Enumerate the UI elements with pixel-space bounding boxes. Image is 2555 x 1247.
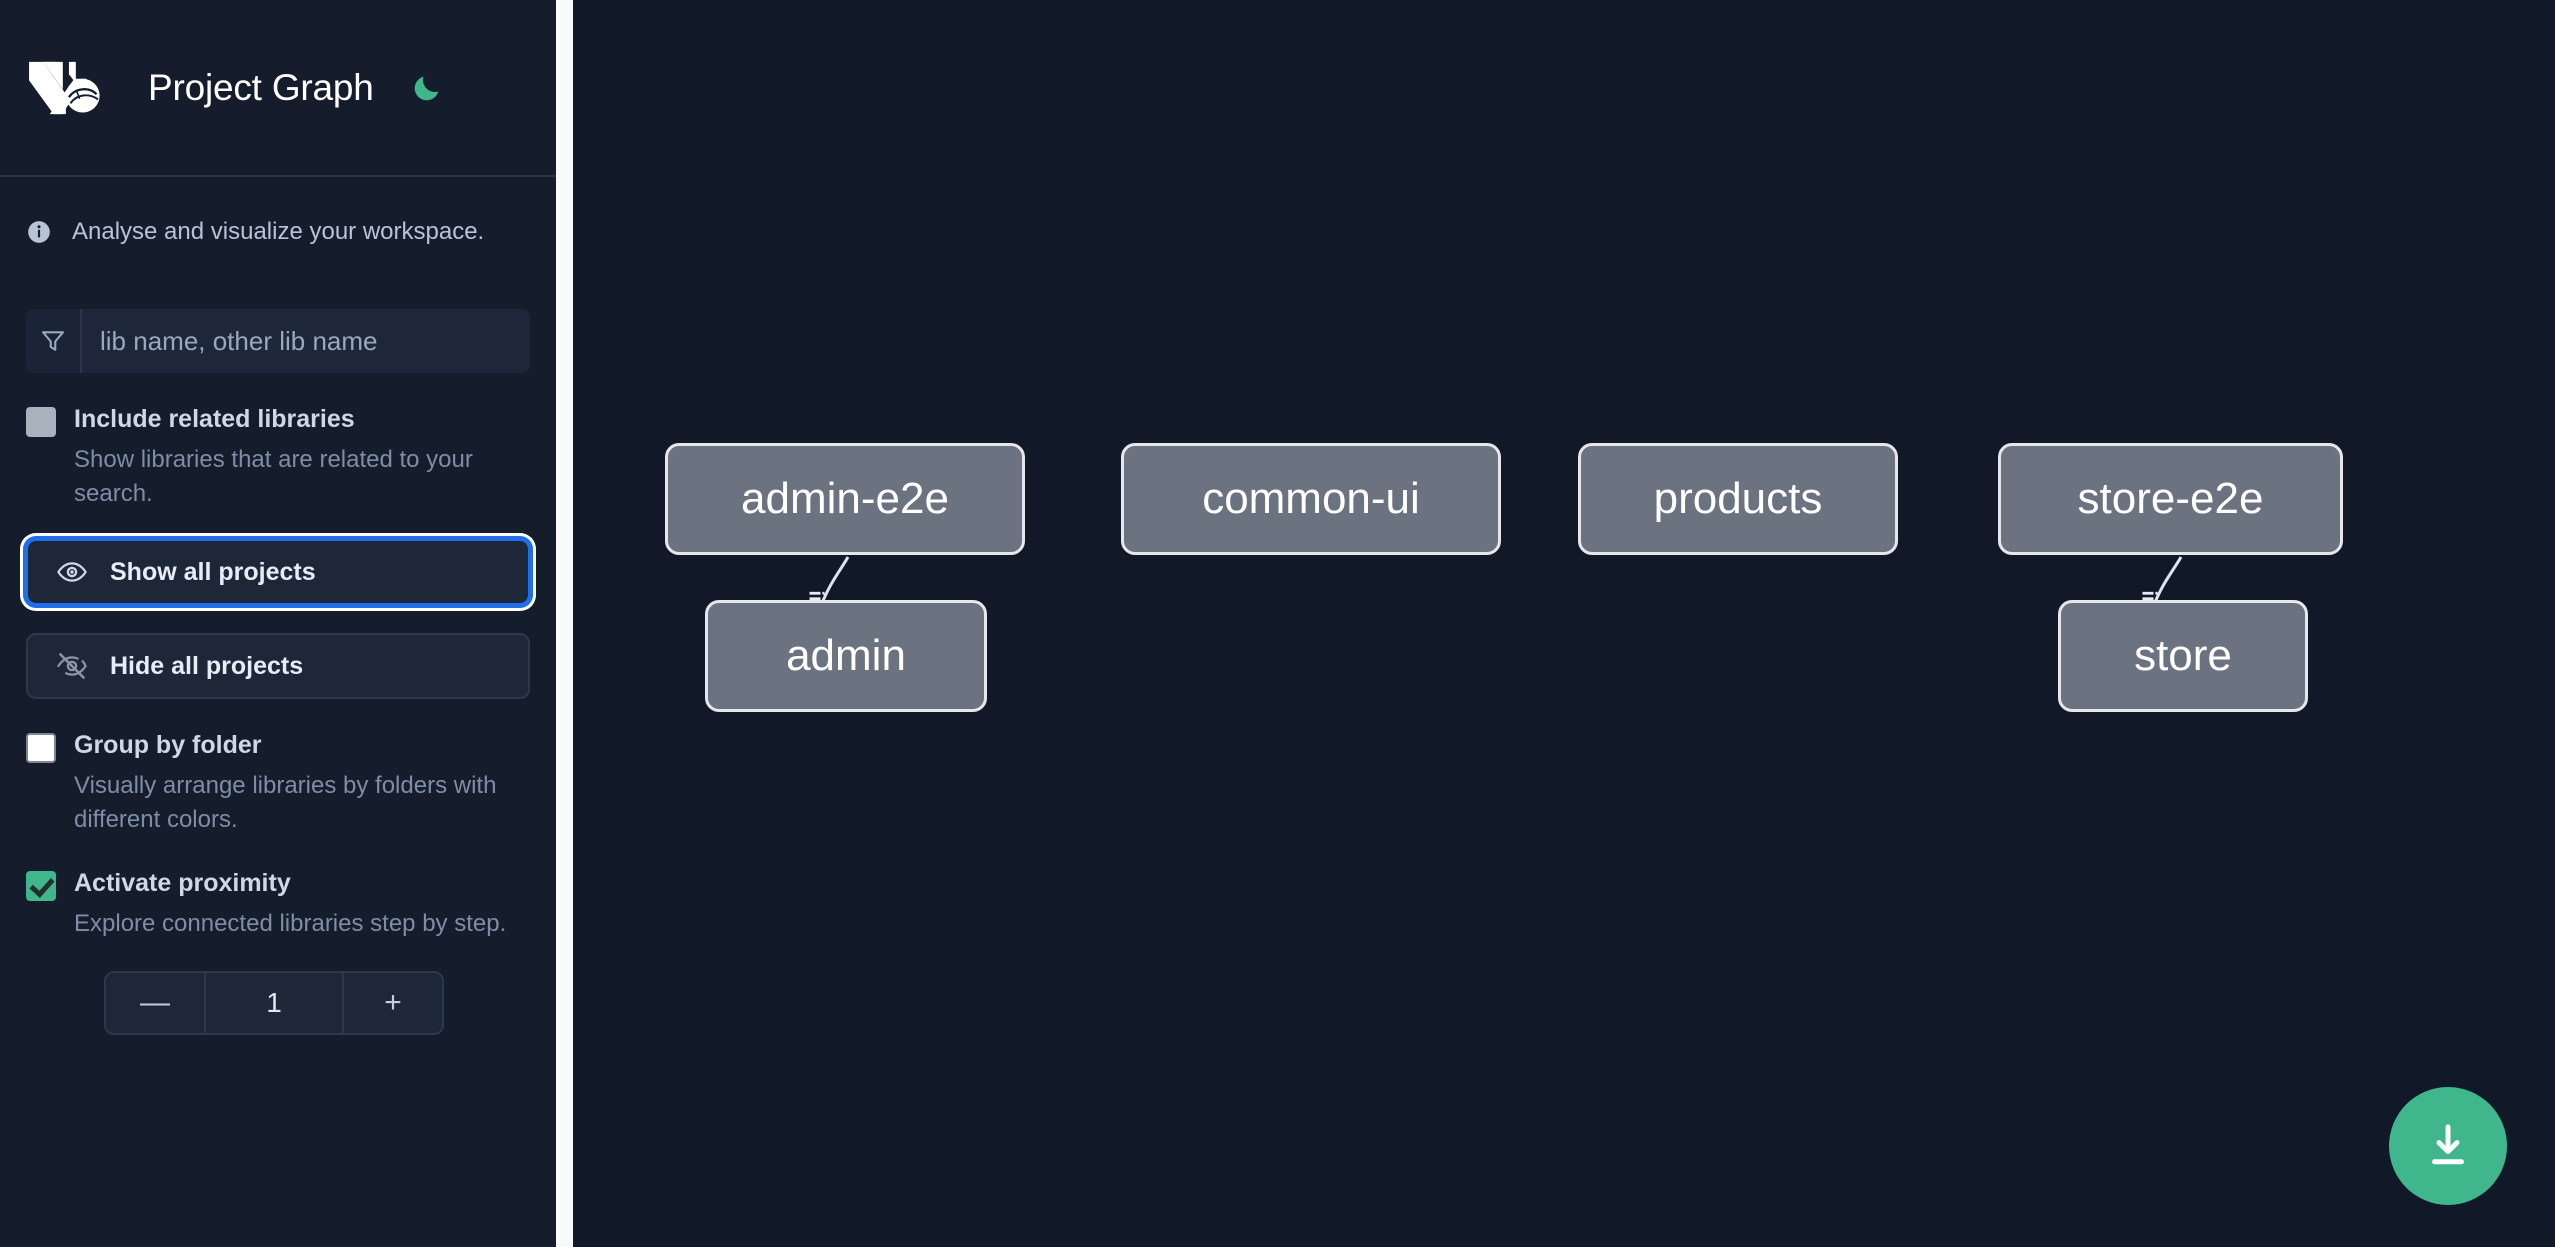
workspace-info: Analyse and visualize your workspace. — [26, 177, 530, 287]
option-description: Explore connected libraries step by step… — [74, 910, 507, 938]
page-title: Project Graph — [148, 66, 374, 108]
nx-logo — [29, 61, 100, 114]
download-button[interactable] — [2389, 1087, 2507, 1205]
eye-icon — [57, 562, 87, 582]
option-group-by-folder: Group by folder Visually arrange librari… — [26, 729, 530, 837]
workspace-info-text: Analyse and visualize your workspace. — [72, 218, 485, 245]
option-description: Visually arrange libraries by folders wi… — [74, 772, 497, 834]
sidebar-header: Project Graph — [0, 0, 556, 177]
graph-node-store[interactable]: store — [2058, 600, 2308, 712]
graph-node-admin-e2e[interactable]: admin-e2e — [665, 443, 1025, 555]
option-activate-proximity: Activate proximity Explore connected lib… — [26, 867, 530, 941]
graph-node-admin[interactable]: admin — [705, 600, 987, 712]
download-icon — [2432, 1124, 2464, 1165]
option-description: Show libraries that are related to your … — [74, 446, 473, 508]
eye-off-icon — [57, 653, 87, 680]
hide-all-projects-button[interactable]: Hide all projects — [26, 633, 530, 700]
proximity-stepper: — 1 + — [104, 971, 444, 1036]
funnel-icon — [26, 309, 82, 373]
graph-canvas[interactable]: implicit implicit admin-e2e common-ui pr… — [573, 0, 2555, 1247]
option-include-related-libraries: Include related libraries Show libraries… — [26, 403, 530, 511]
show-all-projects-label: Show all projects — [110, 557, 316, 586]
graph-node-common-ui[interactable]: common-ui — [1121, 443, 1501, 555]
moon-icon[interactable] — [408, 69, 446, 107]
sidebar: Project Graph Analyse and visualize your… — [0, 0, 556, 1247]
stepper-value: 1 — [266, 987, 282, 1019]
graph-node-products[interactable]: products — [1578, 443, 1898, 555]
sidebar-scrollbar-track[interactable] — [556, 0, 1127, 1247]
checkbox-activate-proximity[interactable] — [26, 871, 56, 902]
info-icon — [28, 221, 50, 243]
checkbox-include-related-libraries[interactable] — [26, 407, 56, 437]
search-input[interactable] — [82, 309, 530, 373]
graph-node-store-e2e[interactable]: store-e2e — [1998, 443, 2343, 555]
checkbox-group-by-folder[interactable] — [26, 733, 56, 764]
sidebar-body: Analyse and visualize your workspace. In… — [0, 177, 556, 1036]
hide-all-projects-label: Hide all projects — [110, 651, 304, 680]
filter-field[interactable] — [26, 309, 530, 373]
option-label: Group by folder — [74, 731, 262, 760]
show-all-projects-button[interactable]: Show all projects — [26, 539, 530, 606]
stepper-increment-button[interactable]: + — [342, 973, 442, 1034]
stepper-decrement-button[interactable]: — — [106, 973, 206, 1034]
option-label: Activate proximity — [74, 869, 291, 898]
option-label: Include related libraries — [74, 405, 355, 433]
